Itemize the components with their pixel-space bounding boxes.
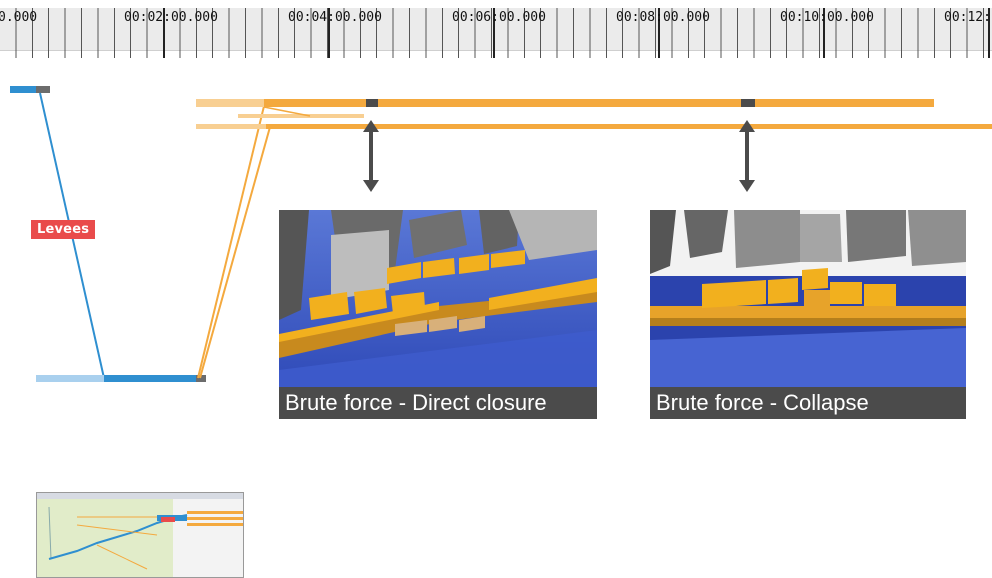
preview-direct-closure[interactable]: Brute force - Direct closure: [279, 210, 597, 419]
blue-bottom-thumb[interactable]: [196, 375, 206, 382]
levees-label: Levees: [31, 220, 96, 239]
blue-start-node[interactable]: [10, 86, 36, 93]
timeline-ticks: [0, 8, 992, 58]
double-headed-arrow-icon: [739, 120, 755, 192]
marker-collapse[interactable]: [741, 99, 755, 107]
orange-track-mid[interactable]: [238, 114, 364, 118]
orange-branch-line-2: [199, 126, 271, 379]
orange-track-2-light[interactable]: [196, 124, 266, 129]
double-headed-arrow-icon: [363, 120, 379, 192]
orange-track-1[interactable]: [264, 99, 934, 107]
tick-label-3: 00:06:00.000: [452, 10, 546, 25]
overview-minimap[interactable]: [36, 492, 244, 578]
blue-bottom-segment-light[interactable]: [36, 375, 104, 382]
blue-start-thumb[interactable]: [36, 86, 50, 93]
preview-caption-direct-closure: Brute force - Direct closure: [279, 387, 597, 419]
orange-branch-line-1: [197, 101, 266, 379]
tick-label-0: 0.000: [0, 10, 38, 25]
marker-direct-closure[interactable]: [366, 99, 378, 107]
blue-bottom-segment[interactable]: [104, 375, 196, 382]
preview-caption-collapse: Brute force - Collapse: [650, 387, 966, 419]
simulation-render-direct-closure: [279, 210, 597, 387]
tick-label-5: 00:10:00.000: [780, 10, 874, 25]
simulation-render-collapse: [650, 210, 966, 387]
orange-track-2[interactable]: [266, 124, 992, 129]
tick-label-6: 00:12:: [944, 10, 991, 25]
preview-collapse[interactable]: Brute force - Collapse: [650, 210, 966, 419]
orange-track-1-light[interactable]: [196, 99, 264, 107]
orange-track-mid-link: [263, 106, 311, 117]
tick-label-1: 00:02:00.000: [124, 10, 218, 25]
tick-label-2: 00:04:00.000: [288, 10, 382, 25]
minimap-thumbnail: [37, 493, 243, 577]
timeline-ruler[interactable]: 0.000 00:02:00.000 00:04:00.000 00:06:00…: [0, 8, 992, 58]
tick-label-4: 00:08:00.000: [616, 10, 710, 25]
orange-track-graph: [196, 99, 992, 379]
